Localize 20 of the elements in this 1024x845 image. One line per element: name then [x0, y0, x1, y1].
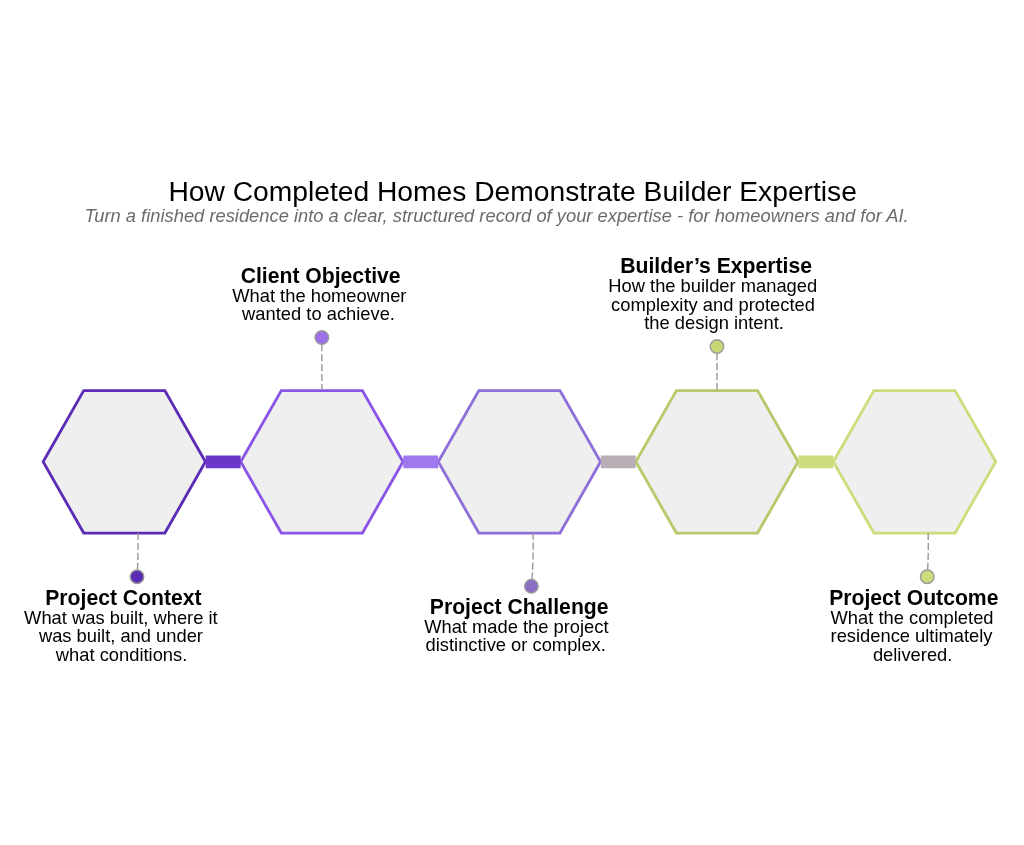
connector	[403, 454, 439, 468]
connector	[205, 454, 241, 468]
diagram-title: How Completed Homes Demonstrate Builder Expertise	[168, 174, 857, 207]
node-text: Project Context What was built, where it was built, and under what conditions.	[24, 585, 218, 665]
node-text: Project Outcome What the completed residence ultimately delivered.	[829, 585, 999, 665]
node-hexagon	[239, 388, 405, 534]
connector	[129, 532, 145, 584]
connector	[523, 532, 539, 594]
node-text: Builder’s Expertise How the builder managed complexity and protected the design intent.	[608, 253, 818, 333]
connector	[600, 454, 636, 468]
node-text: Project Challenge What made the project distinctive or complex.	[424, 594, 609, 655]
node-hexagon	[831, 388, 998, 534]
connector	[919, 532, 935, 584]
node-hexagon	[436, 388, 603, 534]
node-text: Client Objective What the homeowner wanted to achieve.	[232, 263, 407, 324]
node-hexagon	[41, 388, 208, 534]
node-hexagon	[634, 388, 800, 534]
connector	[709, 338, 725, 391]
connector	[798, 454, 834, 468]
connector	[314, 329, 330, 391]
